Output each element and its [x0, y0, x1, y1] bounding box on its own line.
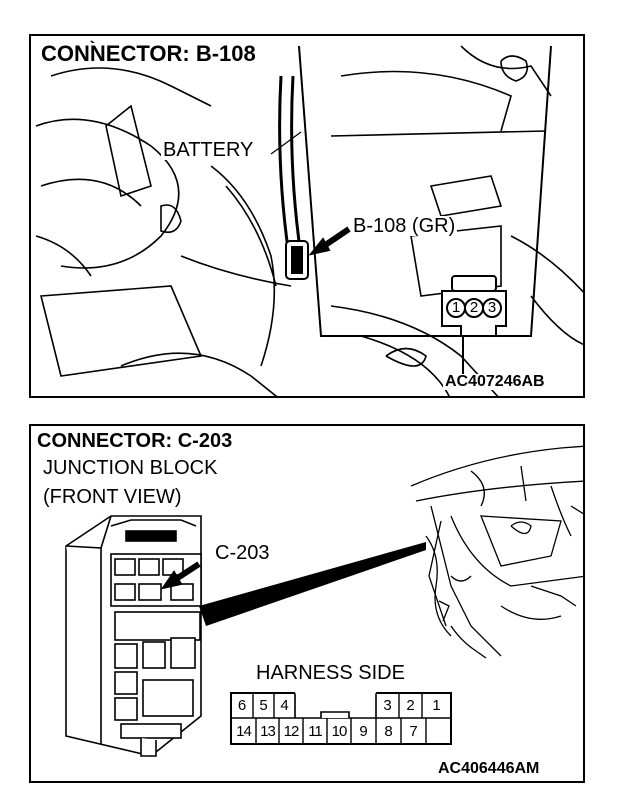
connector-c203-label: C-203: [215, 542, 270, 564]
connector-b108-label: B-108 (GR): [351, 215, 458, 237]
connector-b108-housing: [285, 240, 309, 280]
junction-block-label: JUNCTION BLOCK: [43, 457, 218, 479]
junction-block-illustration: [65, 445, 583, 757]
dashboard-illustration: [410, 445, 583, 659]
c203-pin-6: 6: [237, 697, 247, 714]
connector-c203-panel: CONNECTOR: C-203 JUNCTION BLOCK (FRONT V…: [29, 424, 585, 783]
c203-pin-10: 10: [331, 723, 348, 740]
harness-side-connector: [230, 691, 452, 745]
connector-c203-title: CONNECTOR: C-203: [37, 430, 233, 452]
connector-b108-face: [441, 275, 507, 381]
junction-block-body: [65, 515, 202, 757]
c203-pin-12: 12: [283, 723, 300, 740]
c203-pin-14: 14: [236, 723, 252, 740]
c203-pin-2: 2: [406, 697, 415, 714]
figure-code-top: AC407246AB: [443, 373, 547, 390]
b108-pin-3: 3: [487, 299, 497, 316]
c203-pin-9: 9: [359, 723, 368, 740]
connector-b108-panel: CONNECTOR: B-108 BATTERY B-108 (GR) 1 2 …: [29, 34, 585, 398]
battery-label: BATTERY: [161, 139, 256, 161]
c203-pin-4: 4: [280, 697, 289, 714]
c203-pin-5: 5: [259, 697, 268, 714]
c203-pin-3: 3: [383, 697, 392, 714]
connector-b108-title: CONNECTOR: B-108: [39, 41, 258, 66]
c203-pin-7: 7: [409, 723, 418, 740]
harness-side-label: HARNESS SIDE: [256, 662, 405, 684]
front-view-label: (FRONT VIEW): [43, 486, 182, 508]
c203-pin-1: 1: [432, 697, 441, 714]
c203-pin-13: 13: [260, 723, 276, 740]
c203-pin-11: 11: [308, 723, 323, 740]
c203-pin-8: 8: [384, 723, 393, 740]
b108-pin-2: 2: [469, 299, 479, 316]
figure-code-bottom: AC406446AM: [438, 760, 540, 777]
b108-pin-1: 1: [451, 299, 461, 316]
engine-bay-illustration: [35, 40, 583, 396]
